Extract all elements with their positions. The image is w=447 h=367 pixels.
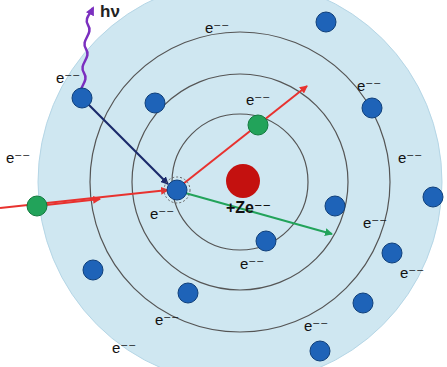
electron-label: e⁻⁻ <box>155 312 179 327</box>
shell-ring <box>172 114 308 250</box>
photon-label: hν <box>100 3 120 20</box>
scattered-electron <box>248 115 268 135</box>
electron-label: e⁻⁻ <box>6 150 30 165</box>
vacancy-mark <box>164 177 190 203</box>
photon-wave <box>80 8 93 97</box>
electron-label: e⁻⁻ <box>205 20 229 35</box>
incoming-path <box>46 199 100 205</box>
electron-label: e⁻⁻ <box>150 206 174 221</box>
electron-label: e⁻⁻ <box>363 215 387 230</box>
scattered-path <box>178 86 307 188</box>
electron-dots <box>72 12 443 361</box>
electron-label: e⁻⁻ <box>240 256 264 271</box>
shell-ring <box>132 74 348 290</box>
ejected-path <box>178 191 332 234</box>
nucleus <box>226 164 260 198</box>
electron-label: e⁻⁻ <box>246 92 270 107</box>
nucleus-label: +Ze⁻⁻ <box>226 200 271 216</box>
electron-label: e⁻⁻ <box>56 70 80 85</box>
electron-label: e⁻⁻ <box>304 318 328 333</box>
electron-label: e⁻⁻ <box>398 150 422 165</box>
electron-label: e⁻⁻ <box>400 265 424 280</box>
outer-shell <box>38 0 442 367</box>
electron-label: e⁻⁻ <box>357 78 381 93</box>
shell-ring <box>90 32 390 332</box>
struck-electron <box>167 180 187 200</box>
electron-label: e⁻⁻ <box>112 340 136 355</box>
incident-electron <box>27 196 47 216</box>
incoming-path <box>0 190 168 208</box>
